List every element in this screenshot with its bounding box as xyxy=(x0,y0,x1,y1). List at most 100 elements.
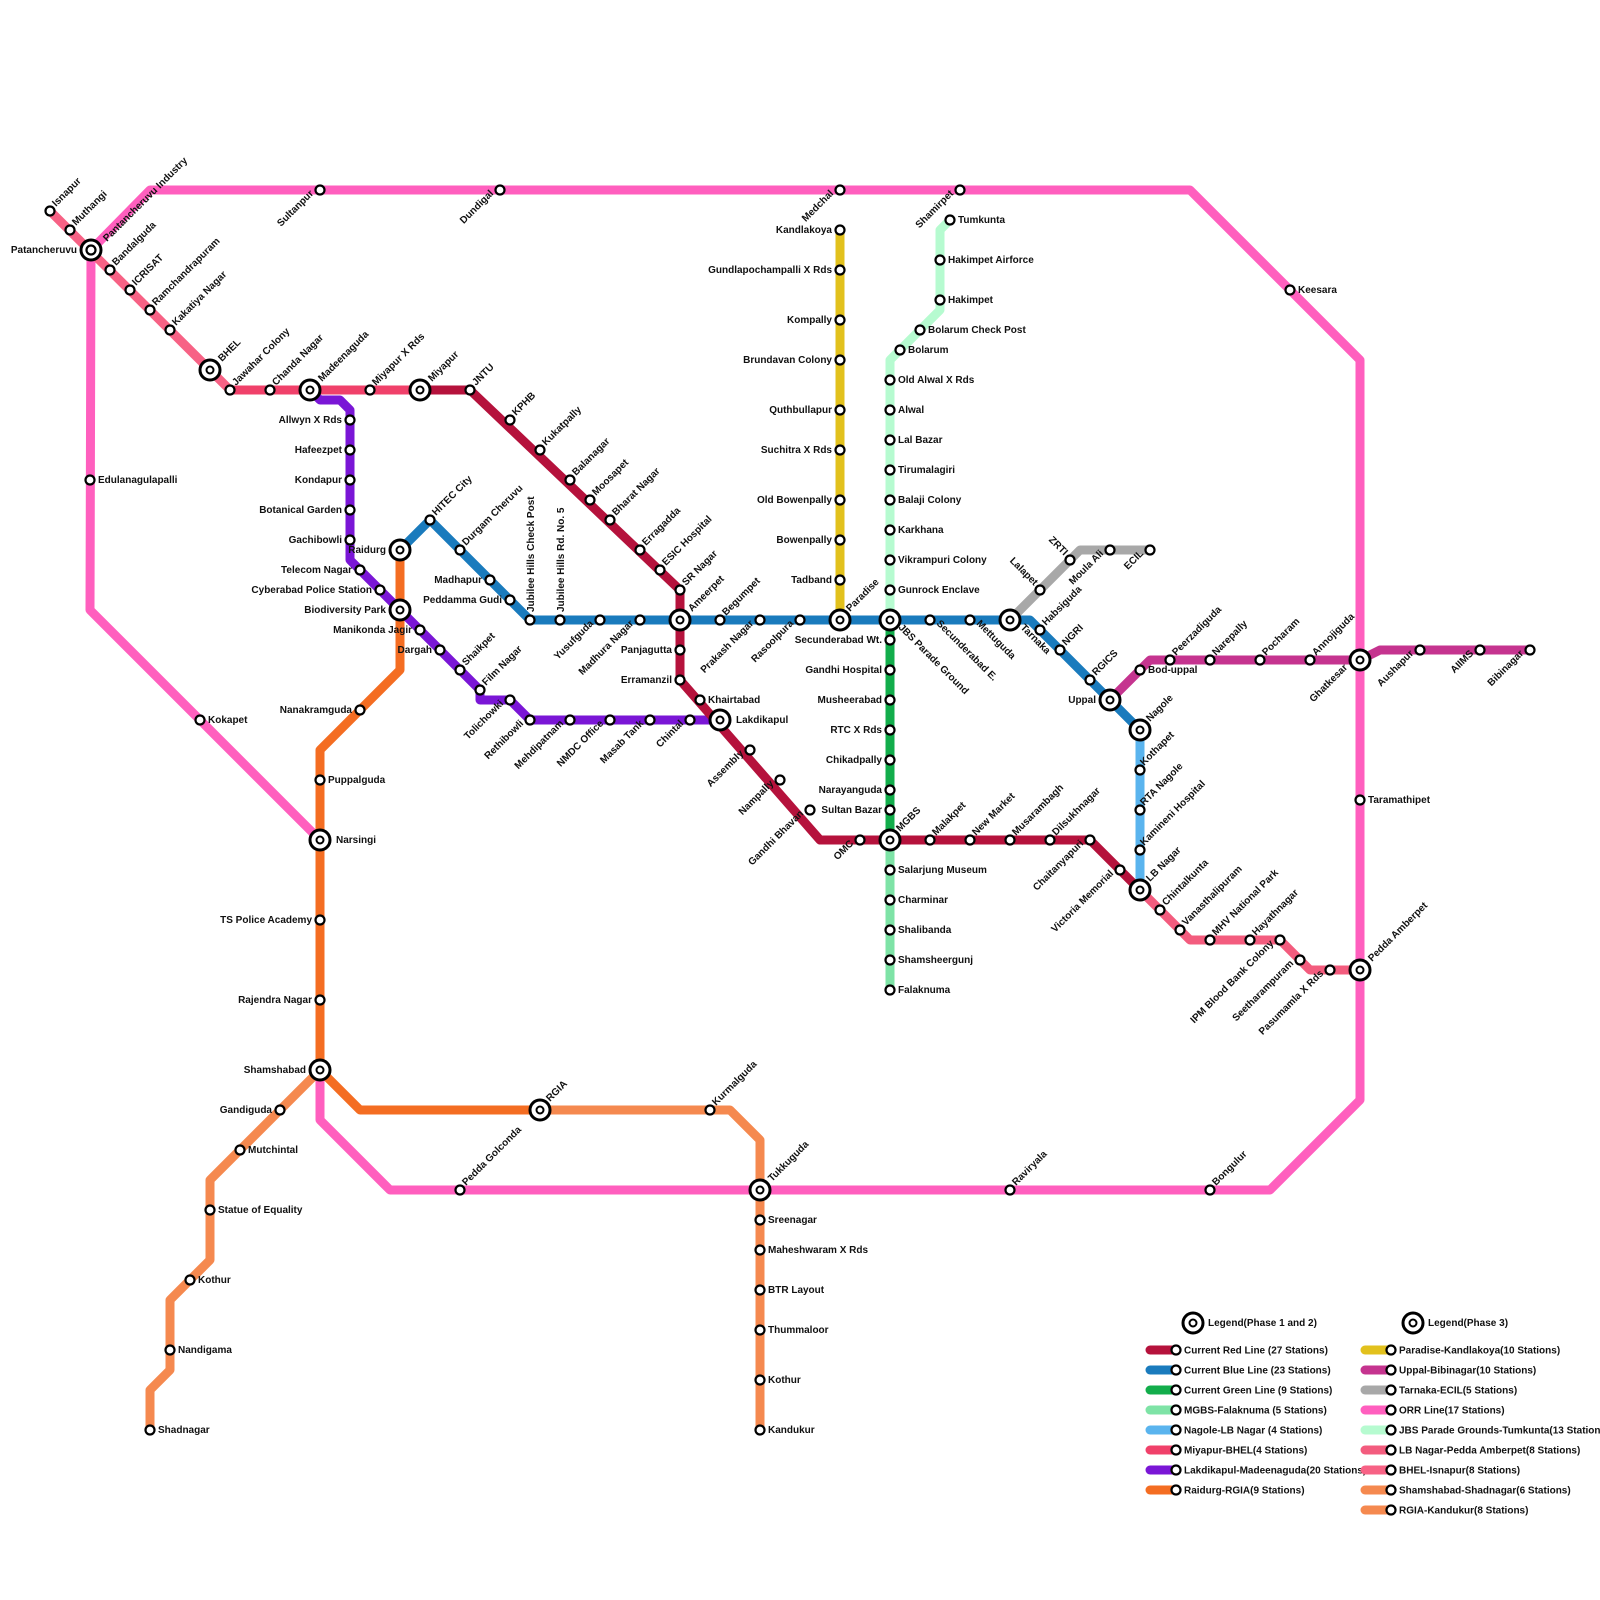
station-bolarum[interactable]: Bolarum xyxy=(894,344,949,356)
station-jubilee-hills-rd-no-5[interactable]: Jubilee Hills Rd. No. 5 xyxy=(554,507,568,626)
station-taramathipet[interactable]: Taramathipet xyxy=(1354,794,1431,806)
station-alwal[interactable]: Alwal xyxy=(884,404,925,416)
station-suchitra-x-rds[interactable]: Suchitra X Rds xyxy=(761,444,846,456)
station-narayanguda[interactable]: Narayanguda xyxy=(819,784,896,796)
station-sreenagar[interactable]: Sreenagar xyxy=(754,1214,818,1226)
station-old-alwal-x-rds[interactable]: Old Alwal X Rds xyxy=(884,374,975,386)
station-uppal[interactable]: Uppal xyxy=(1068,688,1122,712)
station-zrti[interactable]: ZRTI xyxy=(1046,535,1076,566)
station-panjagutta[interactable]: Panjagutta xyxy=(621,644,686,656)
station-mhv-national-park[interactable]: MHV National Park xyxy=(1204,867,1282,946)
station-rtc-x-rds[interactable]: RTC X Rds xyxy=(830,724,896,736)
station-rgics[interactable]: RGICS xyxy=(1084,648,1121,686)
station-nanakramguda[interactable]: Nanakramguda xyxy=(280,704,366,716)
station-victoria-memorial[interactable]: Victoria Memorial xyxy=(1050,864,1126,935)
station-kamineni-hospital[interactable]: Kamineni Hospital xyxy=(1134,779,1208,856)
station-musheerabad[interactable]: Musheerabad xyxy=(818,694,896,706)
station-assembly[interactable]: Assembly xyxy=(705,744,756,790)
station-edulanagulapalli[interactable]: Edulanagulapalli xyxy=(84,474,178,486)
station-gunrock-enclave[interactable]: Gunrock Enclave xyxy=(884,584,981,596)
station-kothur[interactable]: Kothur xyxy=(754,1374,801,1386)
station-falaknuma[interactable]: Falaknuma xyxy=(884,984,951,996)
station-hitec-city[interactable]: HITEC City xyxy=(424,473,475,526)
station-charminar[interactable]: Charminar xyxy=(884,894,949,906)
station-icrisat[interactable]: ICRISAT xyxy=(124,253,166,296)
station-jntu[interactable]: JNTU xyxy=(464,362,497,396)
station-erramanzil[interactable]: Erramanzil xyxy=(621,674,686,686)
station-lal-bazar[interactable]: Lal Bazar xyxy=(884,434,943,446)
station-brundavan-colony[interactable]: Brundavan Colony xyxy=(743,354,846,366)
station-khairtabad[interactable]: Khairtabad xyxy=(694,694,761,706)
station-rajendra-nagar[interactable]: Rajendra Nagar xyxy=(238,994,326,1006)
station-kompally[interactable]: Kompally xyxy=(787,314,846,326)
station-lakdikapul[interactable]: Lakdikapul xyxy=(708,708,788,732)
station-karkhana[interactable]: Karkhana xyxy=(884,524,945,536)
station-durgam-cheruvu[interactable]: Durgam Cheruvu xyxy=(454,483,526,556)
station-tadband[interactable]: Tadband xyxy=(791,574,846,586)
station-maheshwaram-x-rds[interactable]: Maheshwaram X Rds xyxy=(754,1244,869,1256)
station-balaji-colony[interactable]: Balaji Colony xyxy=(884,494,962,506)
station-puppalguda[interactable]: Puppalguda xyxy=(314,774,386,786)
station-manikonda-jagir[interactable]: Manikonda Jagir xyxy=(333,624,426,636)
station-kurmalguda[interactable]: Kurmalguda xyxy=(704,1059,760,1116)
station-bowenpally[interactable]: Bowenpally xyxy=(776,534,846,546)
station-hafeezpet[interactable]: Hafeezpet xyxy=(295,444,356,456)
station-peddamma-gudi[interactable]: Peddamma Gudi xyxy=(423,594,516,606)
station-tirumalagiri[interactable]: Tirumalagiri xyxy=(884,464,956,476)
station-quthbullapur[interactable]: Quthbullapur xyxy=(769,404,846,416)
station-shalibanda[interactable]: Shalibanda xyxy=(884,924,952,936)
station-ts-police-academy[interactable]: TS Police Academy xyxy=(220,914,326,926)
station-madhapur[interactable]: Madhapur xyxy=(434,574,496,586)
station-kokapet[interactable]: Kokapet xyxy=(194,714,249,726)
station-shadnagar[interactable]: Shadnagar xyxy=(144,1424,210,1436)
station-sultan-bazar[interactable]: Sultan Bazar xyxy=(821,804,896,816)
station-old-bowenpally[interactable]: Old Bowenpally xyxy=(757,494,846,506)
station-cyberabad-police-station[interactable]: Cyberabad Police Station xyxy=(251,584,386,596)
station-statue-of-equality[interactable]: Statue of Equality xyxy=(204,1204,303,1216)
station-tumkunta[interactable]: Tumkunta xyxy=(944,214,1006,226)
station-lalapet[interactable]: Lalapet xyxy=(1007,556,1046,596)
station-gachibowli[interactable]: Gachibowli xyxy=(289,534,356,546)
station-jubilee-hills-check-post[interactable]: Jubilee Hills Check Post xyxy=(524,496,538,626)
station-biodiversity-park[interactable]: Biodiversity Park xyxy=(304,598,412,622)
station-isnapur[interactable]: Isnapur xyxy=(44,176,84,217)
station-vikrampuri-colony[interactable]: Vikrampuri Colony xyxy=(884,554,988,566)
station-dargah[interactable]: Dargah xyxy=(398,644,446,656)
station-bolarum-check-post[interactable]: Bolarum Check Post xyxy=(914,324,1027,336)
station-botanical-garden[interactable]: Botanical Garden xyxy=(259,504,356,516)
station-mutchintal[interactable]: Mutchintal xyxy=(234,1144,299,1156)
station-hakimpet-airforce[interactable]: Hakimpet Airforce xyxy=(934,254,1035,266)
station-kukatpally[interactable]: Kukatpally xyxy=(534,404,585,456)
station-raidurg[interactable]: Raidurg xyxy=(348,538,412,562)
station-hakimpet[interactable]: Hakimpet xyxy=(934,294,994,306)
station-ramchandrapuram[interactable]: Ramchandrapuram xyxy=(144,236,223,316)
station-chikadpally[interactable]: Chikadpally xyxy=(826,754,896,766)
station-salarjung-museum[interactable]: Salarjung Museum xyxy=(884,864,988,876)
station-bhel[interactable]: BHEL xyxy=(198,337,243,382)
station-secunderabad-wt[interactable]: Secunderabad Wt. xyxy=(795,634,896,646)
station-btr-layout[interactable]: BTR Layout xyxy=(754,1284,825,1296)
station-ngri[interactable]: NGRI xyxy=(1054,623,1086,656)
station-thummaloor[interactable]: Thummaloor xyxy=(754,1324,829,1336)
station-kphb[interactable]: KPHB xyxy=(504,390,539,426)
station-kondapur[interactable]: Kondapur xyxy=(295,474,356,486)
station-pasumamla-x-rds[interactable]: Pasumamla X Rds xyxy=(1257,964,1336,1038)
station-nandigama[interactable]: Nandigama xyxy=(164,1344,233,1356)
station-gandhi-bhavan[interactable]: Gandhi Bhavan xyxy=(746,804,816,868)
station-narsingi[interactable]: Narsingi xyxy=(308,828,376,852)
station-bod-uppal[interactable]: Bod-uppal xyxy=(1134,664,1198,676)
station-shamsheergunj[interactable]: Shamsheergunj xyxy=(884,954,974,966)
station-muthangi[interactable]: Muthangi xyxy=(64,189,110,236)
station-allwyn-x-rds[interactable]: Allwyn X Rds xyxy=(279,414,356,426)
station-telecom-nagar[interactable]: Telecom Nagar xyxy=(281,564,366,576)
station-kothur[interactable]: Kothur xyxy=(184,1274,231,1286)
station-jawahar-colony[interactable]: Jawahar Colony xyxy=(224,326,293,396)
station-gandhi-hospital[interactable]: Gandhi Hospital xyxy=(805,664,896,676)
station-pedda-golconda[interactable]: Pedda Golconda xyxy=(454,1124,525,1196)
station-keesara[interactable]: Keesara xyxy=(1284,284,1338,296)
station-gundlapochampalli-x-rds[interactable]: Gundlapochampalli X Rds xyxy=(708,264,846,276)
station-gandiguda[interactable]: Gandiguda xyxy=(220,1104,286,1116)
station-kandlakoya[interactable]: Kandlakoya xyxy=(776,224,846,236)
station-shamshabad[interactable]: Shamshabad xyxy=(244,1058,332,1082)
station-kandukur[interactable]: Kandukur xyxy=(754,1424,815,1436)
